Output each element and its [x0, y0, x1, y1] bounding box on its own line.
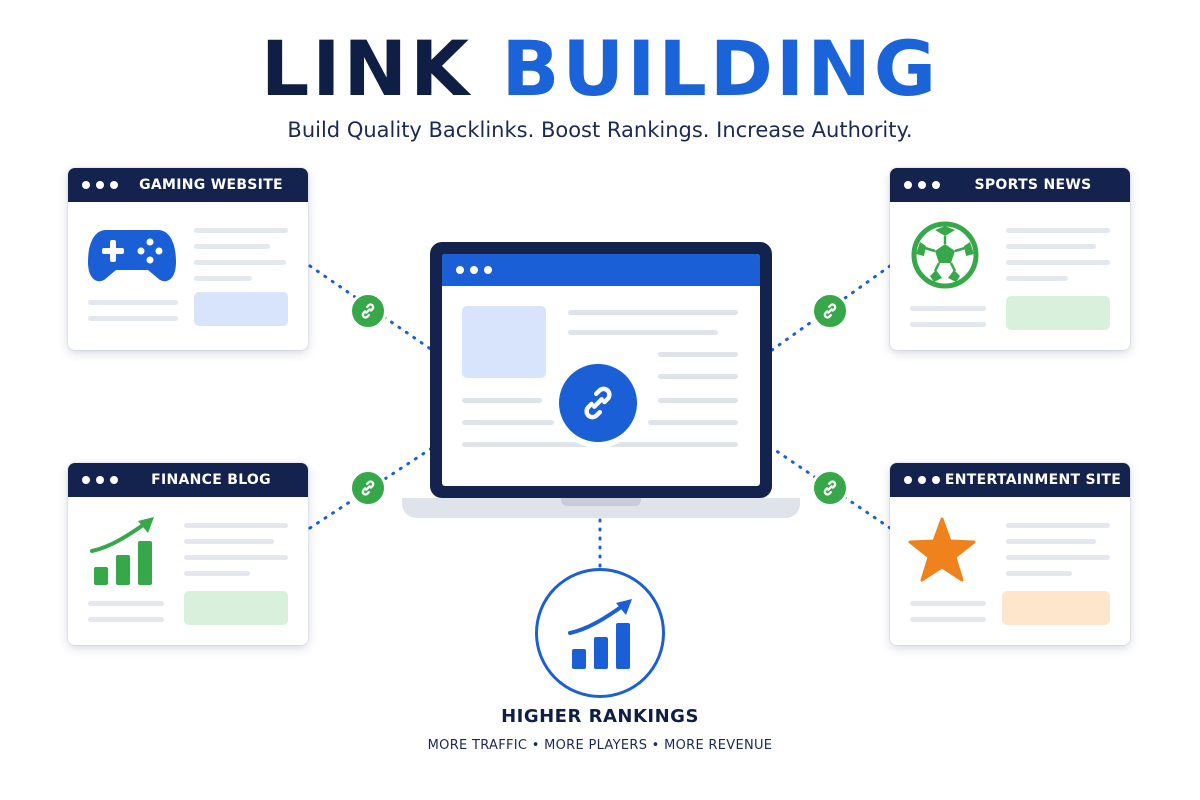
- link-badge-gaming: [349, 292, 387, 330]
- title-link: LINK: [260, 24, 473, 113]
- site-card-sports: SPORTS NEWS: [890, 168, 1130, 350]
- link-icon: [584, 386, 612, 420]
- laptop-titlebar: [442, 254, 760, 286]
- growth-chart-icon: [90, 517, 154, 585]
- link-icon: [823, 303, 837, 319]
- site-label-sports: SPORTS NEWS: [974, 177, 1092, 193]
- page-title: LINK BUILDING: [0, 24, 1200, 114]
- result-title: HIGHER RANKINGS: [501, 706, 699, 727]
- card-titlebar: GAMING WEBSITE: [68, 168, 308, 202]
- window-dots: [904, 181, 940, 189]
- card-titlebar: ENTERTAINMENT SITE: [890, 463, 1130, 497]
- result-benefits: MORE TRAFFIC • MORE PLAYERS • MORE REVEN…: [427, 738, 773, 753]
- laptop-base: [402, 498, 800, 518]
- site-label-gaming: GAMING WEBSITE: [139, 177, 283, 193]
- site-label-entertainment: ENTERTAINMENT SITE: [944, 472, 1122, 488]
- window-dots: [82, 476, 118, 484]
- link-icon: [361, 480, 375, 496]
- soccer-ball-icon: [911, 221, 979, 289]
- star-icon: [908, 517, 976, 582]
- title-building: BUILDING: [501, 24, 940, 113]
- site-card-gaming: GAMING WEBSITE: [68, 168, 308, 350]
- card-titlebar: SPORTS NEWS: [890, 168, 1130, 202]
- link-badge-finance: [349, 469, 387, 507]
- gamepad-icon: [88, 230, 176, 282]
- link-icon: [823, 480, 837, 496]
- window-dots: [82, 181, 118, 189]
- card-titlebar: FINANCE BLOG: [68, 463, 308, 497]
- site-card-finance: FINANCE BLOG: [68, 463, 308, 645]
- link-badge-sports: [811, 292, 849, 330]
- site-card-entertainment: ENTERTAINMENT SITE: [890, 463, 1130, 645]
- page-subtitle: Build Quality Backlinks. Boost Rankings.…: [287, 118, 913, 142]
- ranking-chart-icon: [568, 599, 632, 669]
- window-dots: [456, 266, 492, 274]
- center-link-badge: [553, 358, 643, 448]
- site-label-finance: FINANCE BLOG: [151, 472, 271, 488]
- link-icon: [361, 303, 375, 319]
- window-dots: [904, 476, 940, 484]
- rankings-badge: [535, 568, 665, 698]
- link-badge-entertainment: [811, 469, 849, 507]
- laptop-notch: [561, 498, 641, 506]
